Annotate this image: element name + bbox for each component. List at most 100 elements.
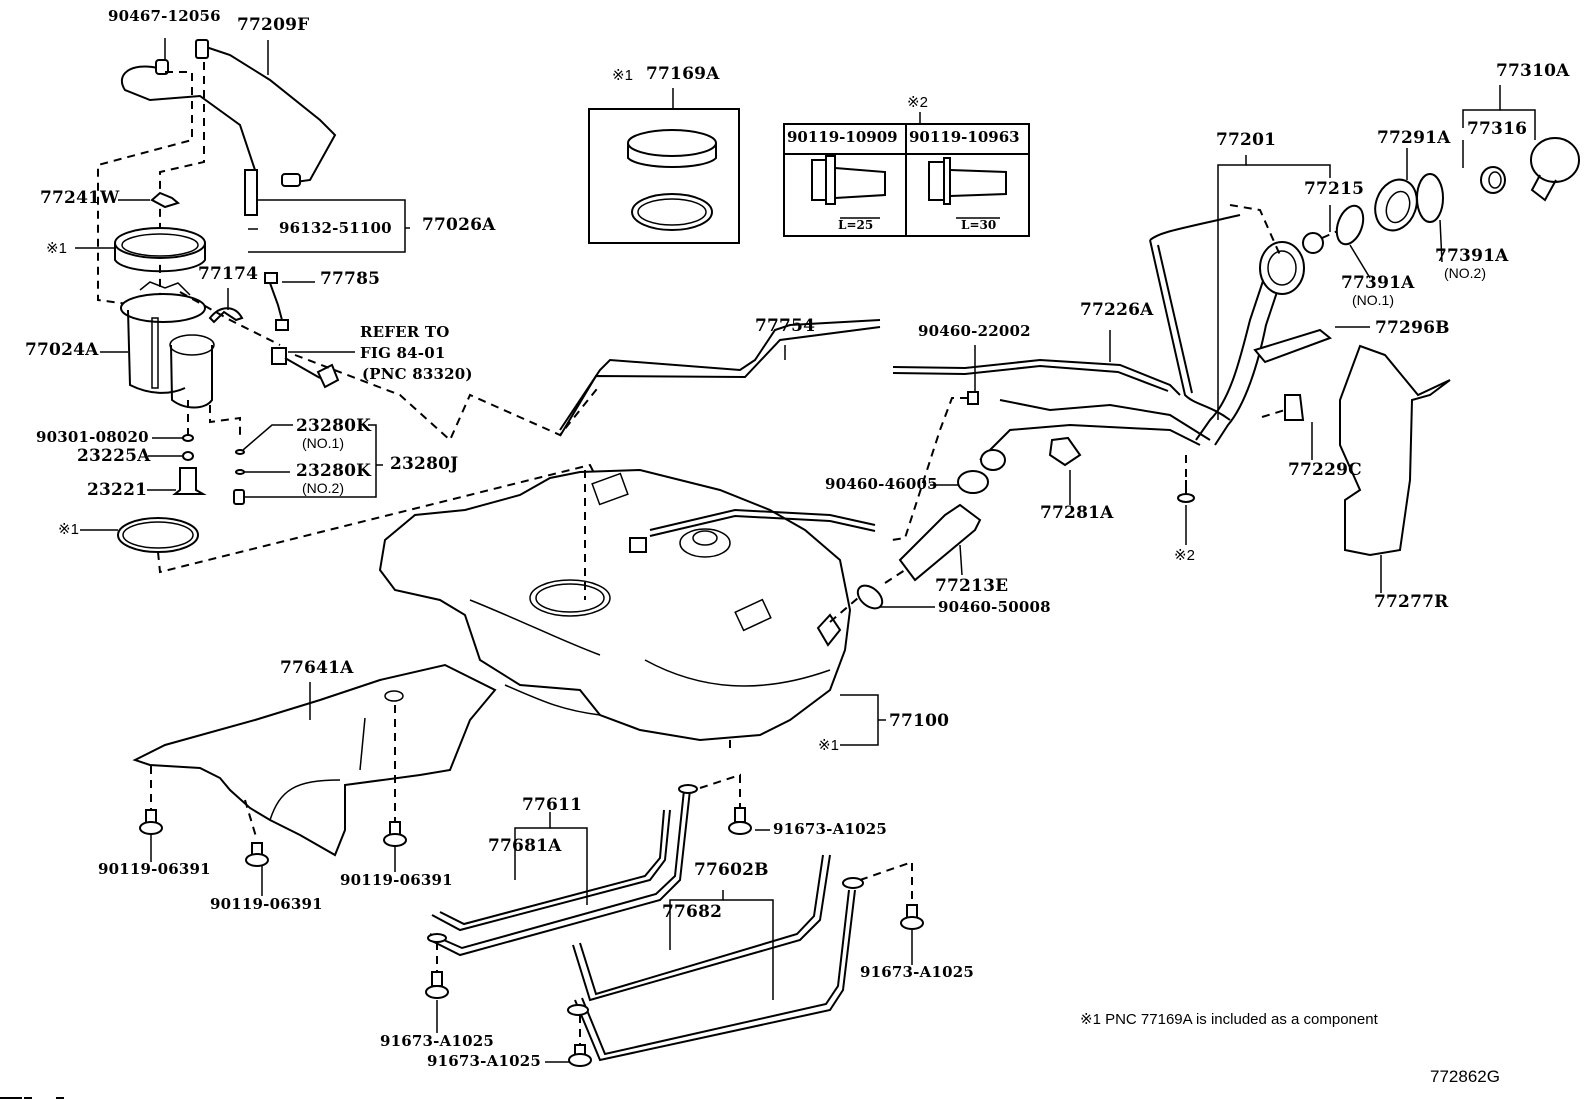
gasket-77316[interactable] (1480, 166, 1506, 194)
fuel-tank-77100[interactable] (378, 468, 876, 742)
label-77316[interactable]: 77316 (1467, 119, 1528, 139)
label-77602B[interactable]: 77602B (694, 860, 769, 880)
gasket-77391A-no1[interactable] (1332, 202, 1368, 248)
clamp-77281A[interactable] (1048, 436, 1082, 467)
o-ring-23280K-2[interactable] (235, 469, 245, 475)
label-77209F[interactable]: 77209F (237, 15, 310, 35)
label-77213E[interactable]: 77213E (935, 576, 1009, 596)
label-77229C[interactable]: 77229C (1288, 460, 1362, 480)
label-90467-12056[interactable]: 90467-12056 (108, 7, 221, 25)
seal-23225A[interactable] (182, 451, 194, 461)
label-77281A[interactable]: 77281A (1040, 503, 1114, 523)
leader-lines (75, 38, 410, 531)
label-90460-50008[interactable]: 90460-50008 (938, 598, 1051, 616)
label-77277R[interactable]: 77277R (1374, 592, 1449, 612)
fuel-tube-77209F[interactable] (120, 39, 337, 216)
leader-lines (436, 773, 913, 1063)
valve-77229C[interactable] (1284, 394, 1305, 421)
assembly-guide (829, 597, 859, 623)
bracket-77174[interactable] (208, 307, 244, 324)
o-ring-90301-08020[interactable] (182, 434, 194, 442)
hose-connector[interactable] (979, 399, 1211, 471)
label-77785[interactable]: 77785 (320, 269, 381, 289)
label-90301-08020[interactable]: 90301-08020 (36, 428, 149, 446)
label-91673-A1025-b[interactable]: 91673-A1025 (860, 963, 974, 981)
lock-ring[interactable] (114, 227, 206, 273)
protector-77277R[interactable] (1339, 344, 1451, 557)
leader-lines (784, 330, 1187, 608)
label-96132-51100[interactable]: 96132-51100 (279, 219, 392, 237)
label-77754[interactable]: 77754 (755, 316, 816, 336)
cell-bolt-90119-10963[interactable]: 90119-10963 (909, 128, 1020, 146)
label-23221[interactable]: 23221 (87, 480, 148, 500)
label-77310A[interactable]: 77310A (1496, 61, 1570, 81)
label-77391A-no2[interactable]: 77391A (1435, 246, 1509, 266)
jet-pump-23280J[interactable] (233, 489, 245, 505)
gasket-77391A-no2[interactable] (1416, 173, 1444, 223)
wire-77785[interactable] (264, 272, 289, 331)
label-91673-A1025-d[interactable]: 91673-A1025 (427, 1052, 541, 1070)
o-ring-23280K-1[interactable] (235, 449, 245, 455)
label-ref1-77169A: ※1 (612, 67, 633, 84)
label-77611[interactable]: 77611 (522, 795, 583, 815)
label-90119-06391-b[interactable]: 90119-06391 (210, 895, 323, 913)
label-23280J[interactable]: 23280J (390, 454, 459, 474)
label-77241W[interactable]: 77241W (40, 188, 120, 208)
strap-77602B[interactable] (567, 854, 864, 1062)
breather-77296B[interactable] (1253, 328, 1333, 364)
label-77026A[interactable]: 77026A (422, 215, 496, 235)
hose-77213E[interactable] (898, 503, 982, 582)
clamp-90467-12056[interactable] (155, 59, 169, 75)
label-77296B[interactable]: 77296B (1375, 318, 1450, 338)
assembly-guide (157, 463, 596, 574)
strap-77611[interactable] (427, 784, 698, 957)
label-90119-06391-c[interactable]: 90119-06391 (340, 871, 453, 889)
filter-23221[interactable] (172, 467, 207, 495)
valve-77215[interactable] (1302, 232, 1324, 254)
label-91673-A1025-c[interactable]: 91673-A1025 (380, 1032, 494, 1050)
label-77174[interactable]: 77174 (198, 264, 259, 284)
assembly-guide (97, 71, 193, 306)
assembly-guide (1229, 204, 1281, 256)
label-91673-A1025-a[interactable]: 91673-A1025 (773, 820, 887, 838)
fuel-filler-pipe-77201[interactable] (1149, 214, 1305, 446)
label-77391A-no1[interactable]: 77391A (1341, 273, 1415, 293)
label-90460-46005[interactable]: 90460-46005 (825, 475, 938, 493)
label-77024A[interactable]: 77024A (25, 340, 99, 360)
label-77291A[interactable]: 77291A (1377, 128, 1451, 148)
label-77682[interactable]: 77682 (662, 902, 723, 922)
fuel-cap-77310A[interactable] (1530, 137, 1580, 202)
label-23225A[interactable]: 23225A (77, 446, 151, 466)
label-77681A[interactable]: 77681A (488, 836, 562, 856)
tube-77226A[interactable] (892, 358, 1181, 396)
cell-length-30: L=30 (961, 218, 997, 232)
label-refer-fig[interactable]: FIG 84-01 (360, 344, 446, 362)
clamp-90460-46005[interactable] (957, 470, 989, 494)
label-77215[interactable]: 77215 (1304, 179, 1365, 199)
label-23280K-no1[interactable]: 23280K (296, 416, 372, 436)
bolts-91673-A1025[interactable] (425, 807, 924, 1067)
fuel-sender-gauge[interactable] (271, 347, 340, 389)
clip-77241W[interactable] (150, 191, 181, 209)
clamp-90460-22002[interactable] (967, 391, 979, 405)
bolt-ref2[interactable] (1177, 480, 1195, 503)
label-77201[interactable]: 77201 (1216, 130, 1277, 150)
label-77226A[interactable]: 77226A (1080, 300, 1154, 320)
label-77100[interactable]: 77100 (889, 711, 950, 731)
protector-77641A[interactable] (132, 663, 497, 857)
label-refer-to: REFER TO (360, 323, 450, 341)
footnote: ※1 PNC 77169A is included as a component (1080, 1011, 1378, 1028)
gasket[interactable] (117, 517, 199, 553)
filler-neck-77291A[interactable] (1368, 174, 1423, 237)
fuel-pump-module-77024A[interactable] (120, 281, 215, 409)
tube-77754[interactable] (559, 319, 881, 437)
bolts-90119-06391[interactable] (139, 809, 407, 867)
label-90119-06391-a[interactable]: 90119-06391 (98, 860, 211, 878)
label-23280K-no2[interactable]: 23280K (296, 461, 372, 481)
label-77169A[interactable]: 77169A (646, 64, 720, 84)
label-90460-22002[interactable]: 90460-22002 (918, 322, 1031, 340)
bolt-spec-table (783, 123, 1030, 237)
label-77641A[interactable]: 77641A (280, 658, 354, 678)
clamp-90460-50008[interactable] (853, 581, 886, 613)
cell-bolt-90119-10909[interactable]: 90119-10909 (787, 128, 898, 146)
